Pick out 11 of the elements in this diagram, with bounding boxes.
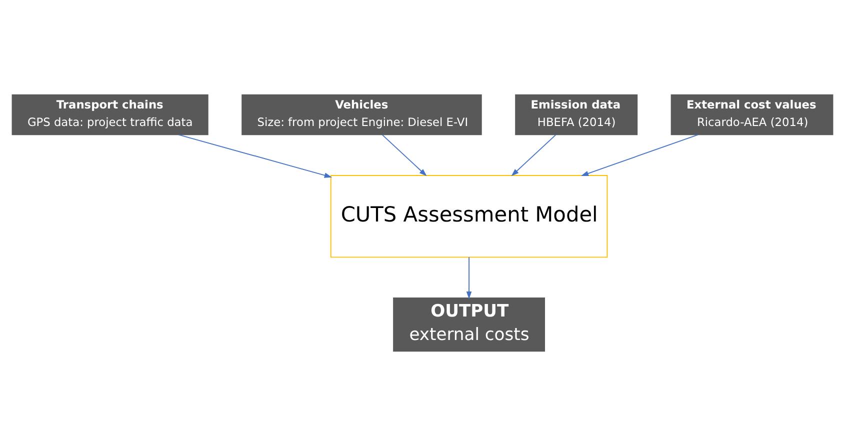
arrow — [382, 134, 427, 176]
node-box: Emission data HBEFA (2014) — [515, 94, 638, 136]
node-box: OUTPUT external costs — [393, 298, 545, 352]
arrow — [580, 134, 698, 176]
arrow — [511, 134, 556, 176]
node-box: CUTS Assessment Model — [330, 175, 608, 258]
node-box: Transport chains GPS data: project traffic data — [12, 94, 208, 136]
arrow — [178, 134, 332, 178]
node-box: External cost values Ricardo-AEA (2014) — [670, 94, 834, 136]
node-box: Vehicles Size: from project Engine: Diesel E-VI — [242, 94, 482, 136]
arrow — [466, 256, 472, 300]
